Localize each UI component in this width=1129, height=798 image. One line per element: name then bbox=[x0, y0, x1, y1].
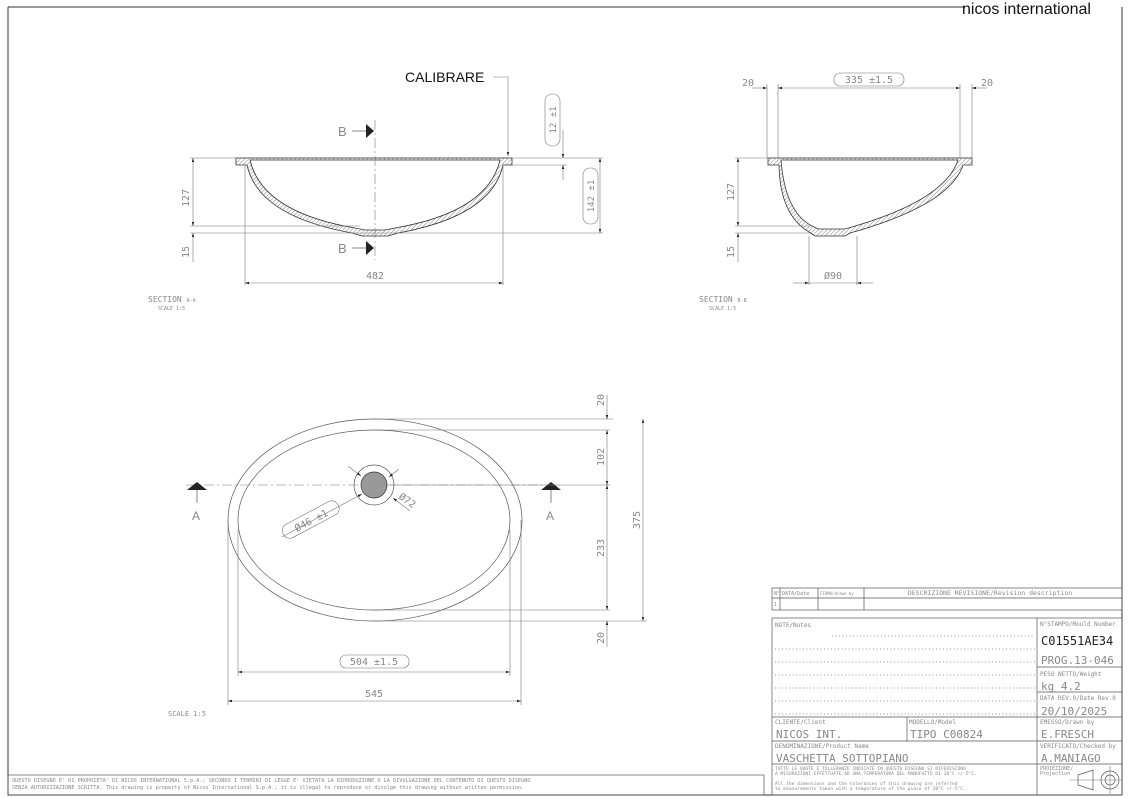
cut-label-a-left: A bbox=[192, 509, 200, 523]
title-block-tolerance-en-2: to measurements taken with a temperature… bbox=[775, 786, 966, 792]
title-block-checked-label: VERIFICATO/Checked by bbox=[1040, 743, 1116, 750]
prog-number: PROG.13-046 bbox=[1041, 654, 1114, 667]
title-block-projection-label-2: Projection bbox=[1040, 771, 1070, 777]
footer-line1: QUESTO DISEGNO E' DI PROPRIETA' DI NICOS… bbox=[12, 778, 530, 784]
outer-rim-outline bbox=[227, 418, 523, 622]
mould-number: C01551AE34 bbox=[1041, 634, 1113, 648]
title-block-weight-label: PESO NETTO/Weight bbox=[1040, 671, 1102, 678]
section-scale-a-a: SCALE 1:5 bbox=[158, 306, 185, 312]
weight-value: kg 4.2 bbox=[1041, 680, 1081, 693]
title-block-tolerance-en-1: All the dimensions and the tolerances of… bbox=[775, 781, 958, 787]
cut-label-a-right: A bbox=[546, 509, 554, 523]
cut-label-b-bottom: B bbox=[338, 241, 347, 256]
dim-bottom-rim-20: 20 bbox=[596, 632, 607, 644]
client-value: NICOS INT. bbox=[776, 728, 842, 741]
dim-rim-left-20: 20 bbox=[742, 78, 754, 89]
dim-drain-outer-72: Ø72 bbox=[396, 491, 418, 511]
notes-label: NOTE/Notes bbox=[775, 622, 812, 629]
title-block-tolerance-it-2: A MISURAZIONI EFFETTUATE AD UNA TEMPERAT… bbox=[775, 771, 977, 777]
dim-rim-right-20: 20 bbox=[981, 78, 993, 89]
notes-dotted-lines bbox=[775, 635, 1035, 715]
dim-base-15: 15 bbox=[726, 246, 737, 258]
dim-base-15: 15 bbox=[181, 246, 192, 258]
dim-total-142: 142 ±1 bbox=[587, 180, 597, 213]
date-value: 20/10/2025 bbox=[1041, 705, 1107, 718]
footer-line2: SENZA AUTORIZZAZIONE SCRITTA. This drawi… bbox=[12, 785, 524, 791]
section-aa-title-sub: A-A bbox=[187, 298, 196, 304]
inner-bowl-outline bbox=[237, 429, 511, 611]
projection-symbol-icon bbox=[1070, 766, 1122, 794]
cut-arrow-icon bbox=[366, 124, 374, 138]
dim-outer-width-545: 545 bbox=[365, 689, 383, 700]
revision-table: N° DATA/Date FIRMA/drawn by DESCRIZIONE … bbox=[771, 587, 1123, 611]
section-title-a-a: SECTION A-A bbox=[148, 295, 196, 304]
dim-top-102: 102 bbox=[596, 448, 607, 466]
cut-arrow-icon bbox=[541, 482, 561, 490]
cut-label-b-top: B bbox=[338, 124, 347, 139]
section-bb-title-sub: B-B bbox=[738, 298, 747, 304]
revision-table-headers-2: FIRMA/drawn by bbox=[820, 591, 854, 596]
model-value: TIPO C00824 bbox=[910, 728, 983, 741]
sheet-frame: nicos international bbox=[7, 1, 1123, 796]
dim-top-rim-20: 20 bbox=[596, 394, 607, 406]
section-title-b-b: SECTION B-B bbox=[699, 295, 747, 304]
plan-scale: SCALE 1:5 bbox=[168, 710, 206, 718]
section-aa-title: SECTION bbox=[148, 295, 182, 304]
dim-width-482: 482 bbox=[366, 271, 384, 282]
dim-inner-width-504: 504 ±1.5 bbox=[350, 657, 398, 668]
title-block-tolerance-it-1: TUTTE LE QUOTE E TOLLERANZE INDICATE IN … bbox=[775, 766, 966, 772]
title-block-product-label: DENOMINAZIONE/Product Name bbox=[775, 743, 869, 750]
title-block-drawn-label: EMESSO/Drawn by bbox=[1040, 719, 1095, 726]
company-logo: nicos international bbox=[962, 1, 1091, 18]
cut-arrow-icon bbox=[366, 241, 374, 255]
revision-row-number: 1 bbox=[774, 602, 777, 608]
bowl-section-profile bbox=[235, 157, 513, 237]
revision-table-headers-0: N° bbox=[774, 591, 780, 597]
section-b-b: 20 335 ±1.5 20 127 15 Ø90 SECTION B-B SC… bbox=[699, 72, 993, 312]
copyright-footer: QUESTO DISEGNO E' DI PROPRIETA' DI NICOS… bbox=[7, 774, 765, 796]
dim-width-335: 335 ±1.5 bbox=[845, 75, 893, 86]
title-block: NOTE/Notes N°STAMPO/Mould Number C01551A… bbox=[771, 617, 1123, 796]
title-block-model-label: MODELLO/Model bbox=[909, 719, 956, 726]
dim-depth-127: 127 bbox=[181, 189, 192, 207]
dim-bottom-233: 233 bbox=[596, 539, 607, 557]
title-block-date-label: DATA REV.0/Date Rev.0 bbox=[1040, 695, 1116, 702]
section-bb-title: SECTION bbox=[699, 295, 733, 304]
dim-drain-90: Ø90 bbox=[824, 270, 842, 282]
drawn-by-value: E.FRESCH bbox=[1041, 728, 1094, 741]
dim-rim-12: 12 ±1 bbox=[549, 106, 559, 133]
title-block-mould-label: N°STAMPO/Mould Number bbox=[1040, 621, 1116, 628]
bowl-section-profile bbox=[767, 157, 973, 237]
cut-arrow-icon bbox=[187, 482, 207, 490]
drain-hole bbox=[360, 471, 388, 499]
section-a-a: B B CALIBRARE 127 15 482 12 ±1 142 ±1 SE… bbox=[148, 69, 603, 312]
checked-by-value: A.MANIAGO bbox=[1041, 752, 1101, 765]
dim-depth-127: 127 bbox=[726, 183, 737, 201]
title-block-projection-label-1: PROIEZIONE/ bbox=[1040, 766, 1073, 772]
dim-overall-375: 375 bbox=[632, 511, 643, 529]
revision-table-headers-1: DATA/Date bbox=[782, 591, 809, 597]
product-name-value: VASCHETTA SOTTOPIANO bbox=[776, 752, 908, 765]
calibrare-callout: CALIBRARE bbox=[405, 69, 484, 85]
title-block-client-label: CLIENTE/Client bbox=[775, 719, 826, 726]
plan-view: A A Ø46 ±1 Ø72 20 102 233 20 375 504 ±1.… bbox=[168, 394, 647, 718]
revision-table-headers-3: DESCRIZIONE REVISIONE/Revision descripti… bbox=[908, 589, 1072, 597]
section-scale-b-b: SCALE 1:5 bbox=[709, 306, 736, 312]
